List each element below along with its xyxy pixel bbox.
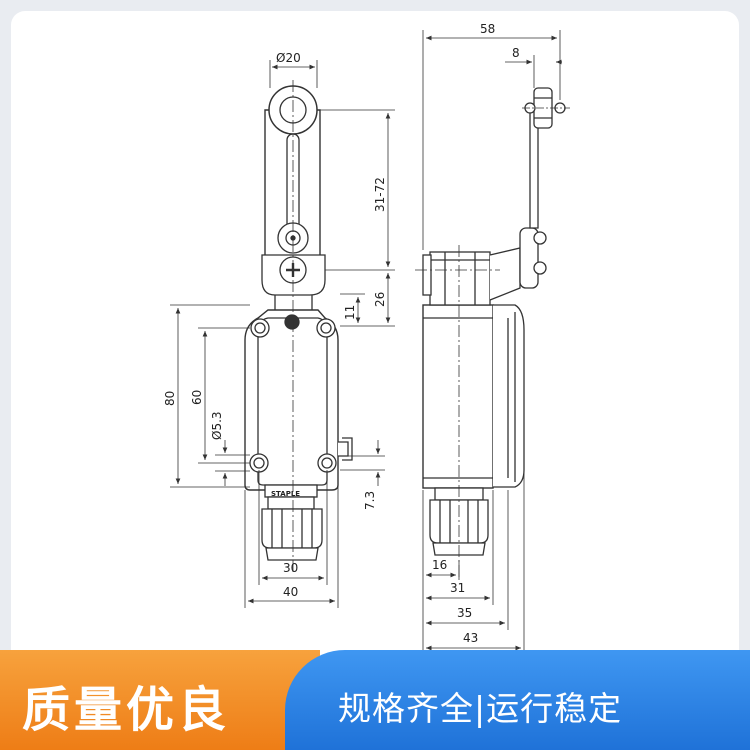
banner-blue-panel (285, 650, 750, 750)
dim-bottom-offset: 7.3 (363, 491, 377, 510)
dim-lever-length: 31-72 (373, 177, 387, 212)
dim-depth-43: 43 (463, 631, 478, 645)
dim-overall-depth: 58 (480, 22, 495, 36)
banner-spec-text: 规格齐全|运行稳定 (338, 689, 623, 728)
technical-drawing: STAPLE Ø20 31-72 (163, 22, 570, 650)
dim-hole-diameter: Ø5.3 (210, 411, 224, 440)
dim-depth-35: 35 (457, 606, 472, 620)
slogan-banner: 质量优良 规格齐全|运行稳定 (0, 650, 750, 750)
front-dimensions (170, 60, 395, 608)
front-dimension-labels: Ø20 31-72 26 11 80 60 Ø5.3 7.3 30 40 (163, 51, 387, 599)
dim-depth-31: 31 (450, 581, 465, 595)
banner-orange-panel (0, 650, 320, 750)
side-dimension-labels: 58 8 16 31 35 43 (432, 22, 520, 645)
dim-pivot-height: 26 (373, 292, 387, 307)
dim-top-offset: 11 (343, 305, 357, 320)
side-body (422, 304, 494, 489)
side-view (415, 87, 570, 580)
dim-depth-16: 16 (432, 558, 447, 572)
side-dimensions (422, 30, 562, 650)
front-view (244, 80, 353, 575)
dim-body-width: 40 (283, 585, 298, 599)
dim-hole-span-width: 30 (283, 561, 298, 575)
banner-quality-text: 质量优良 (22, 682, 231, 738)
dim-hole-spacing: 60 (190, 390, 204, 405)
dim-body-height: 80 (163, 391, 177, 406)
product-label: STAPLE (271, 490, 300, 498)
product-card (11, 11, 739, 739)
dim-roller-diameter: Ø20 (276, 51, 301, 65)
dim-roller-width: 8 (512, 46, 520, 60)
